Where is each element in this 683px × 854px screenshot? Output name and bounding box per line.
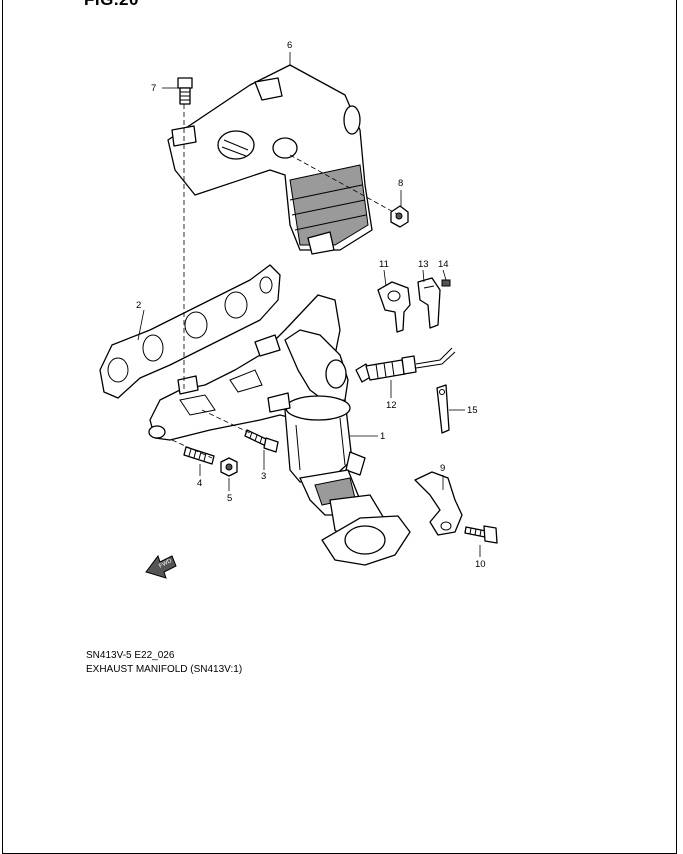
part-10-bolt [464, 525, 498, 544]
callout-1: 1 [380, 431, 385, 442]
callout-9: 9 [440, 463, 445, 474]
callout-5: 5 [227, 493, 232, 504]
callout-4: 4 [197, 478, 202, 489]
callout-8: 8 [398, 178, 403, 189]
part-6-heat-shield [167, 64, 373, 255]
callout-13: 13 [418, 259, 429, 270]
alignment-line [171, 439, 213, 459]
callout-3: 3 [261, 471, 266, 482]
diagram-name: EXHAUST MANIFOLD (SN413V:1) [86, 664, 243, 675]
callout-7: 7 [151, 83, 156, 94]
alignment-line [289, 154, 398, 215]
alignment-line [201, 409, 253, 435]
fwd-arrow-icon: FWD [145, 554, 177, 579]
part-12-oxygen-sensor [355, 347, 456, 383]
part-14-screw [441, 279, 451, 287]
callout-11: 11 [379, 259, 389, 270]
part-1-exhaust-manifold [148, 294, 411, 566]
callout-12: 12 [386, 400, 397, 411]
part-7-bolt [177, 77, 193, 105]
callout-14: 14 [438, 259, 449, 270]
callout-6: 6 [287, 40, 292, 51]
part-15-clamp-strap [436, 384, 450, 434]
part-2-gasket [99, 264, 281, 399]
callout-15: 15 [467, 405, 478, 416]
part-9-bracket [414, 471, 463, 536]
part-4-stud [183, 446, 215, 465]
callout-2: 2 [136, 300, 141, 311]
figure-title: FIG.20 [84, 0, 139, 10]
callout-10: 10 [475, 559, 486, 570]
diagram-code: SN413V-5 E22_026 [86, 650, 175, 661]
part-13-bracket [417, 277, 441, 329]
part-3-stud-bolt [244, 429, 279, 453]
part-8-nut [390, 205, 409, 228]
part-11-bracket [377, 281, 411, 333]
part-5-nut [220, 457, 238, 477]
